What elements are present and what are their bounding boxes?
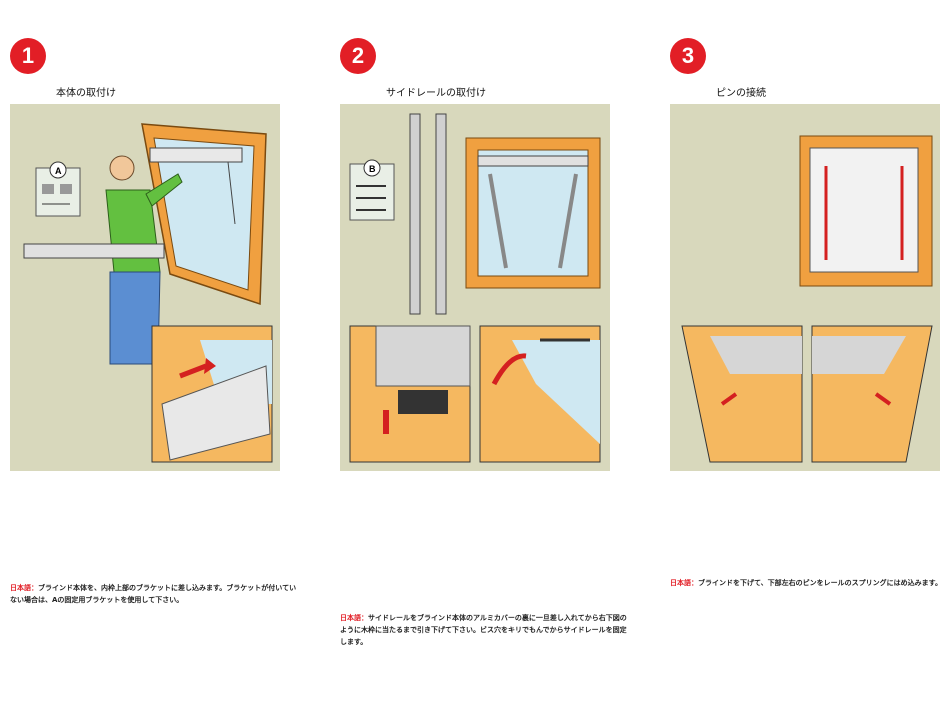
caption-text: サイドレールをブラインド本体のアルミカバーの裏に一旦差し入れてから右下図のように… <box>340 614 627 646</box>
side-rails <box>410 114 446 314</box>
detail-inset-left <box>350 326 470 462</box>
caption-text: ブラインドを下げて、下部左右のピンをレールのスプリングにはめ込みます。 <box>698 579 942 587</box>
roof-window-illustration <box>142 124 266 304</box>
step-title: ピンの接続 <box>716 84 766 99</box>
roof-window-illustration <box>466 138 600 288</box>
step-3: 3 ピンの接続 日本語：ブラインドを下げて、下部左右のピン <box>670 0 950 705</box>
label-a: A <box>55 166 62 176</box>
detail-inset-left <box>682 326 802 462</box>
step-1-illustration: A <box>10 104 280 471</box>
step-number-badge: 3 <box>670 38 706 74</box>
step-caption: 日本語：ブラインドを下げて、下部左右のピンをレールのスプリングにはめ込みます。 <box>670 577 948 589</box>
caption-text: ブラインド本体を、内枠上部のブラケットに差し込みます。ブラケットが付いていない場… <box>10 584 296 604</box>
bracket-kit-card: A <box>36 162 80 216</box>
step-1: 1 本体の取付け A <box>10 0 310 705</box>
step-number-badge: 1 <box>10 38 46 74</box>
blind-unit <box>24 244 164 258</box>
step-number-badge: 2 <box>340 38 376 74</box>
step-caption: 日本語：サイドレールをブラインド本体のアルミカバーの裏に一旦差し入れてから右下図… <box>340 612 630 648</box>
label-b: B <box>369 164 376 174</box>
screw-kit-card: B <box>350 160 394 220</box>
step-2-illustration: B <box>340 104 610 471</box>
step-title: サイドレールの取付け <box>386 84 486 99</box>
step-title: 本体の取付け <box>56 84 116 99</box>
detail-inset-right <box>480 326 600 462</box>
caption-language-label: 日本語： <box>670 579 698 587</box>
detail-inset <box>152 326 272 462</box>
roof-window-illustration <box>800 136 932 286</box>
step-caption: 日本語：ブラインド本体を、内枠上部のブラケットに差し込みます。ブラケットが付いて… <box>10 582 300 606</box>
caption-language-label: 日本語： <box>10 584 38 592</box>
step-2: 2 サイドレールの取付け B <box>340 0 640 705</box>
detail-inset-right <box>812 326 932 462</box>
step-3-illustration <box>670 104 940 471</box>
caption-language-label: 日本語： <box>340 614 368 622</box>
